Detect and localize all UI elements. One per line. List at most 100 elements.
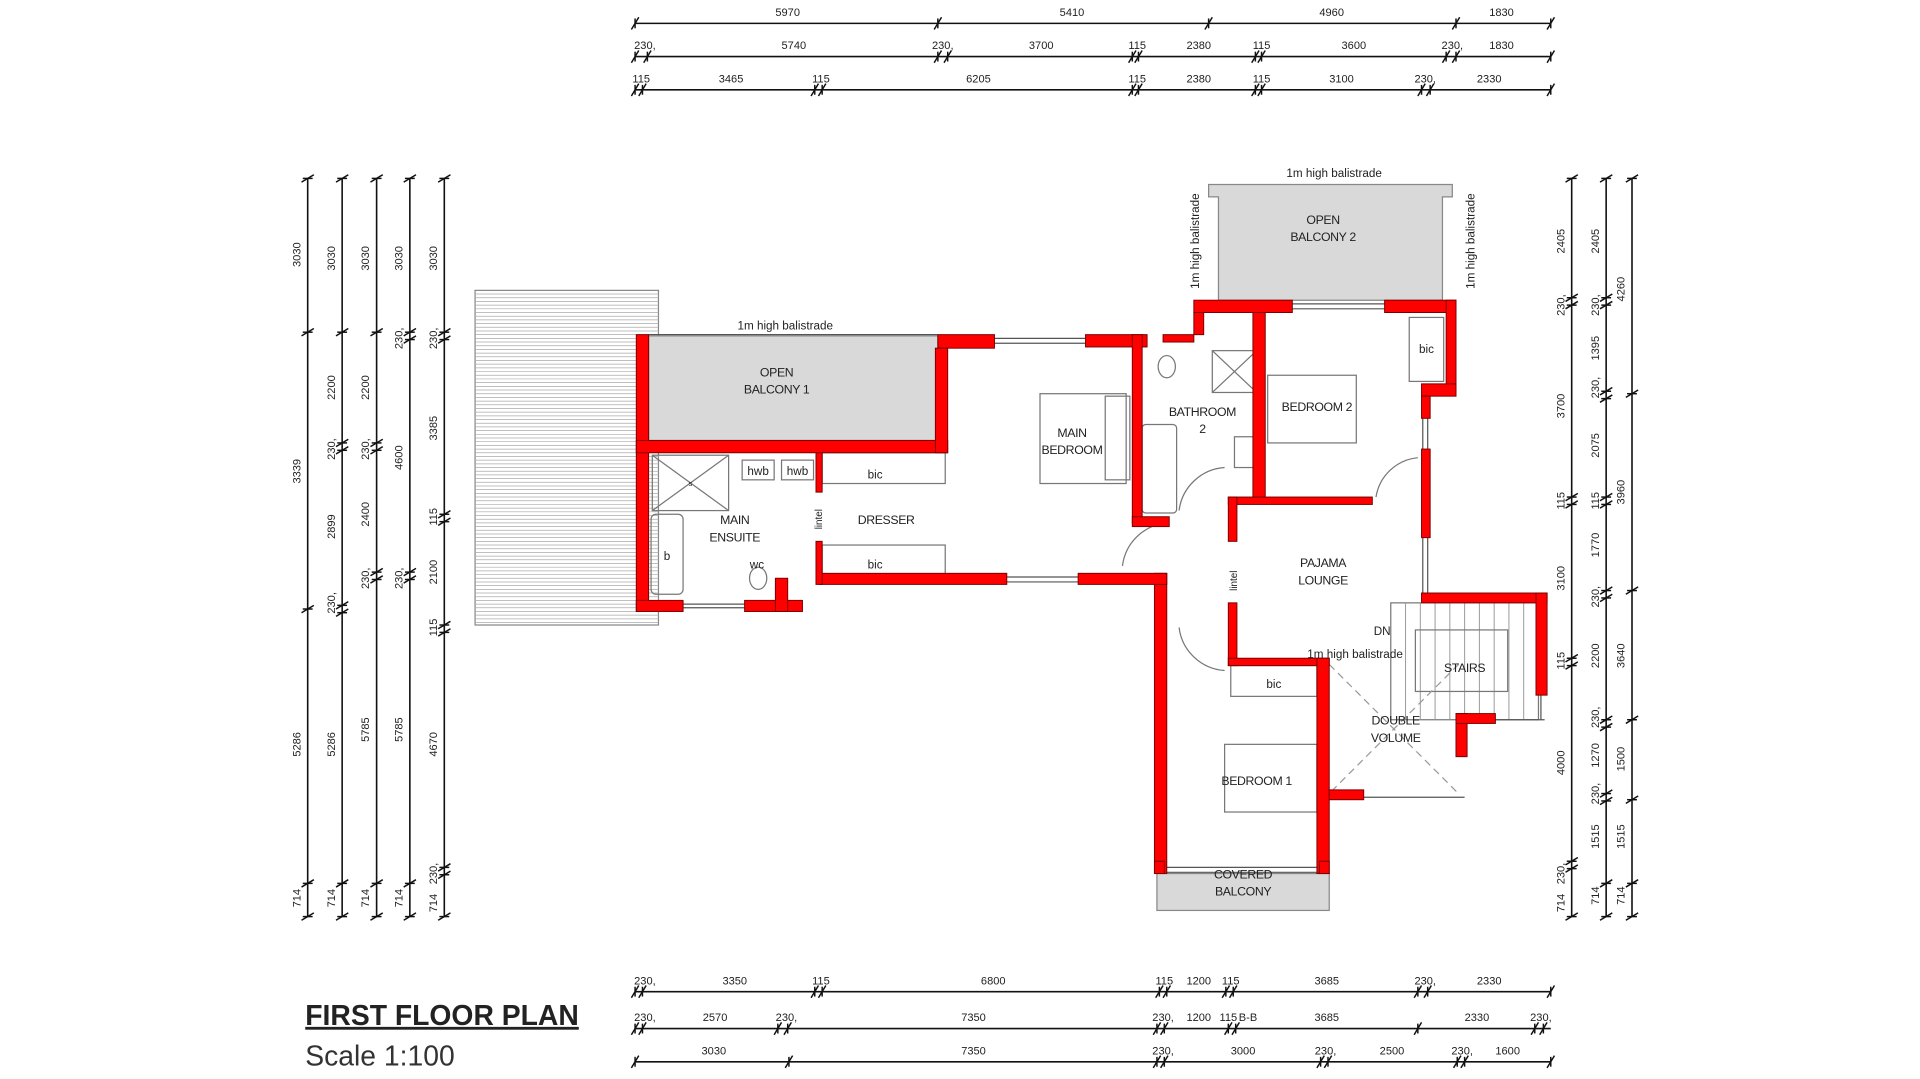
dimension-label: 230, — [634, 40, 656, 52]
balustrade-label: 1m high balistrade — [1307, 648, 1403, 661]
wc-label: wc — [749, 558, 764, 571]
dimension-label: 230, — [1590, 783, 1602, 805]
dimension-label: 115 — [1155, 975, 1173, 987]
dimension-label: 6205 — [966, 73, 991, 85]
bic-label: bic — [1419, 343, 1434, 356]
dimension-label: 3385 — [428, 416, 440, 441]
dimension-label: 230, — [1152, 1045, 1174, 1057]
drawing-scale: Scale 1:100 — [305, 1039, 454, 1071]
dimension-label: 2405 — [1590, 229, 1602, 254]
dimension-label: 115 — [1222, 975, 1240, 987]
dimension-label: 5410 — [1060, 7, 1085, 19]
dimension-label: 3100 — [1329, 73, 1354, 85]
balustrade-label: 1m high balistrade — [1286, 167, 1382, 180]
dimension-label: 115 — [1555, 492, 1567, 510]
dimension-label: 3100 — [1555, 566, 1567, 591]
dimension-label: 7350 — [961, 1012, 986, 1024]
room-label-stairs: STAIRS — [1444, 661, 1485, 675]
dimension-label: 1270 — [1590, 743, 1602, 768]
dimension-label: 1500 — [1616, 747, 1628, 772]
open-balcony-1-area — [648, 335, 939, 442]
walls — [635, 299, 1548, 875]
dimension-label: 5286 — [326, 732, 338, 757]
dimension-label: 3339 — [291, 459, 303, 484]
dimension-label: 230, — [1414, 73, 1436, 85]
dimension-label: 230, — [326, 592, 338, 614]
dimension-label: 714 — [291, 889, 303, 907]
dimension-label: 115 — [1253, 40, 1271, 52]
dimension-label: 115 — [1253, 73, 1271, 85]
dimension-label: 2570 — [703, 1012, 728, 1024]
bic-label: bic — [868, 469, 883, 482]
dimension-label: 230, — [1442, 40, 1464, 52]
dimension-label: 230, — [1530, 1012, 1552, 1024]
dimension-label: 3685 — [1314, 1012, 1339, 1024]
drawing-title: FIRST FLOOR PLAN — [305, 999, 579, 1031]
dimension-label: 1830 — [1489, 40, 1514, 52]
dimension-label: 115 — [1219, 1012, 1237, 1024]
dimension-label: 7350 — [961, 1045, 986, 1057]
dimension-label: 3030 — [393, 246, 405, 271]
dimension-label: 115 — [812, 73, 830, 85]
dimension-label: 714 — [1590, 886, 1602, 904]
lintel-label: lintel — [1229, 571, 1240, 591]
dimension-label: 115 — [632, 73, 650, 85]
dimension-label: 3685 — [1314, 975, 1339, 987]
dimension-label: 2330 — [1477, 73, 1502, 85]
dimension-label: 5785 — [360, 717, 372, 742]
dimension-label: 2500 — [1380, 1045, 1405, 1057]
dimension-label: 4670 — [428, 732, 440, 757]
dimension-label: 3030 — [702, 1045, 727, 1057]
dimension-label: 115 — [1555, 652, 1567, 670]
room-label-bedroom-1: BEDROOM 1 — [1221, 774, 1292, 788]
dimension-label: 2200 — [360, 375, 372, 400]
dimension-label: 230, — [393, 328, 405, 350]
bic-label: bic — [1266, 678, 1281, 691]
dimension-label: 3700 — [1555, 394, 1567, 419]
dimension-label: 1600 — [1495, 1045, 1520, 1057]
dimension-label: 1515 — [1616, 824, 1628, 849]
dimension-label: 4960 — [1319, 7, 1344, 19]
dimension-label: 2200 — [1590, 643, 1602, 668]
shower-label: s — [689, 479, 693, 488]
dimension-line-right-2: 2405230,1395230,20751151770230,2200230,1… — [1590, 174, 1613, 921]
dimension-label: 2380 — [1186, 73, 1211, 85]
dimension-label: 714 — [1555, 894, 1567, 912]
dimension-label: 2380 — [1186, 40, 1211, 52]
balustrade-label: 1m high balistrade — [1464, 193, 1477, 288]
dimension-label: 5286 — [291, 732, 303, 757]
fixtures — [650, 316, 1540, 813]
dimension-label: 3030 — [326, 246, 338, 271]
room-label-bedroom-2: BEDROOM 2 — [1282, 400, 1353, 414]
dimension-label: 3640 — [1616, 643, 1628, 668]
dimension-label: 230, — [1590, 294, 1602, 316]
dimension-label: 230, — [1590, 586, 1602, 608]
dimension-label: 115 — [1128, 40, 1146, 52]
dimension-label: 2400 — [360, 502, 372, 527]
dimension-label: 230, — [393, 567, 405, 589]
dimension-label: 3350 — [722, 975, 747, 987]
dimension-label: 2405 — [1555, 229, 1567, 254]
hwb-label: hwb — [747, 465, 769, 478]
dimension-label: 3030 — [428, 246, 440, 271]
dimension-label: 1830 — [1489, 7, 1514, 19]
dimension-label: 230, — [1590, 707, 1602, 729]
dimension-label: 115 — [812, 975, 830, 987]
dimension-label: 1395 — [1590, 336, 1602, 361]
dimension-label: 230, — [776, 1012, 798, 1024]
dimension-label: 230, — [360, 567, 372, 589]
